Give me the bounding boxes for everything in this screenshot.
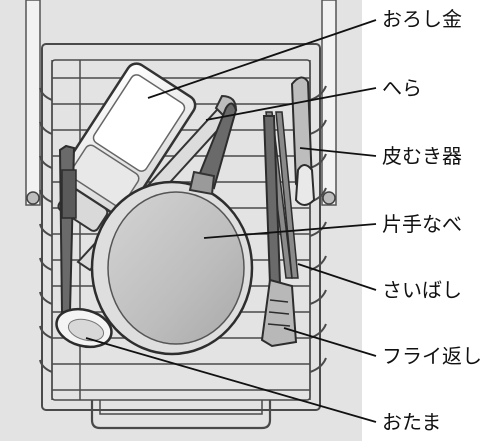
leader-grater <box>147 19 377 99</box>
label-turner: フライ返し <box>382 344 482 368</box>
label-ladle: おたま <box>382 410 442 434</box>
saucepan-handle <box>196 102 238 190</box>
leader-chopsticks <box>297 263 377 291</box>
leader-peeler <box>299 147 377 157</box>
leader-spatula <box>205 87 377 121</box>
label-chopsticks: さいばし <box>382 278 462 302</box>
leader-ladle <box>85 337 377 423</box>
leader-turner <box>283 327 377 357</box>
ladle <box>55 144 113 349</box>
label-peeler: 皮むき器 <box>382 144 462 168</box>
saucepan <box>90 170 254 356</box>
leader-lines <box>85 19 377 423</box>
peeler <box>290 76 316 206</box>
label-saucepan: 片手なべ <box>382 212 462 236</box>
leader-saucepan <box>203 223 377 239</box>
label-grater: おろし金 <box>382 7 462 31</box>
label-spatula: へら <box>382 76 422 100</box>
